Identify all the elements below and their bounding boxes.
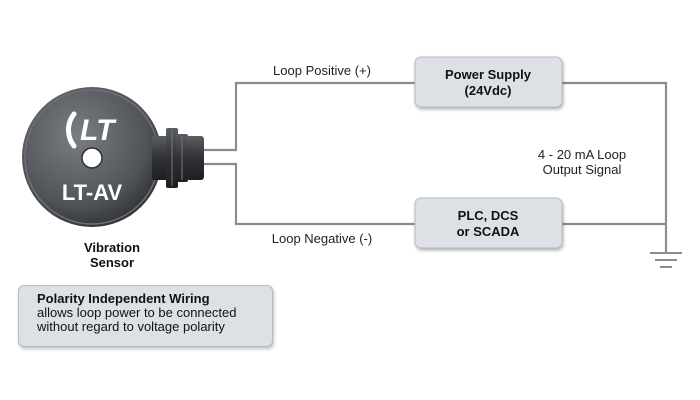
sensor-label-line1: Vibration <box>84 240 140 255</box>
loop-positive-label: Loop Positive (+) <box>273 63 371 78</box>
controller-title: PLC, DCS <box>458 208 519 223</box>
controller-box: PLC, DCS or SCADA <box>414 197 563 249</box>
note-line2: without regard to voltage polarity <box>37 319 225 334</box>
loop-negative-label: Loop Negative (-) <box>272 231 372 246</box>
sensor-connector <box>152 128 204 188</box>
signal-label-line2: Output Signal <box>543 162 622 177</box>
sensor-label-line2: Sensor <box>90 255 134 270</box>
controller-subtitle: or SCADA <box>457 224 520 239</box>
power-supply-voltage: (24Vdc) <box>465 83 512 98</box>
signal-label-line1: 4 - 20 mA Loop <box>538 147 626 162</box>
mounting-hole <box>81 147 103 169</box>
power-supply-box: Power Supply (24Vdc) <box>414 56 563 108</box>
logo-text: LT <box>80 114 117 147</box>
note-title: Polarity Independent Wiring <box>37 291 210 306</box>
ground-icon <box>650 252 682 268</box>
power-supply-title: Power Supply <box>445 67 532 82</box>
sensor-model: LT-AV <box>62 180 123 205</box>
polarity-note: Polarity Independent Wiring allows loop … <box>18 285 273 347</box>
vibration-sensor: LT LT-AV Vibration Sensor <box>22 87 204 270</box>
wires <box>203 81 668 253</box>
supply-to-ground-wire <box>562 81 668 253</box>
lt-logo-icon: LT <box>66 111 117 149</box>
positive-wire <box>203 81 415 152</box>
negative-wire <box>203 162 415 226</box>
note-line1: allows loop power to be connected <box>37 305 237 320</box>
